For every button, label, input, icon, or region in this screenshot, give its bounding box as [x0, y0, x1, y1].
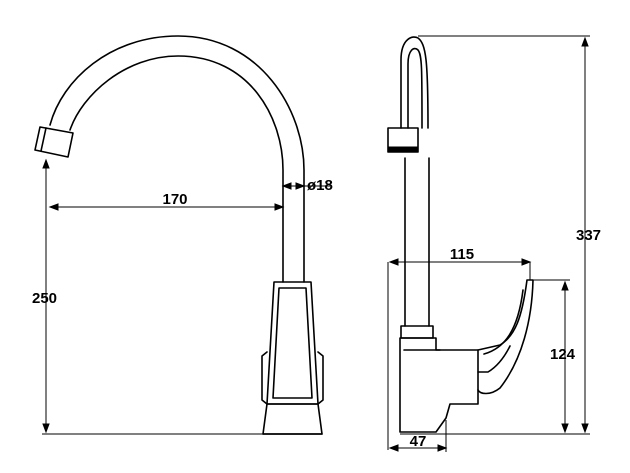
front-body	[266, 281, 319, 405]
dim-handle-reach: 115	[450, 246, 474, 263]
dim-pipe-diameter: ø18	[307, 177, 333, 194]
side-view: 337 115 124 47	[387, 35, 601, 452]
front-spout-outer	[49, 35, 305, 283]
side-aerator	[387, 127, 419, 153]
front-aerator	[34, 126, 74, 158]
front-base	[262, 403, 323, 435]
dim-handle-height: 124	[550, 346, 576, 363]
side-body	[399, 337, 479, 433]
front-view: 170 ø18 250	[32, 35, 333, 435]
dim-base-width: 47	[410, 433, 427, 450]
front-spout-inner	[69, 55, 284, 283]
dim-spout-reach: 170	[162, 191, 187, 208]
side-spout-inner	[407, 47, 423, 129]
front-body-inner	[272, 287, 313, 399]
side-handle	[477, 279, 534, 395]
dim-total-height: 250	[32, 290, 57, 307]
side-spout-outer	[400, 36, 429, 129]
dim-overall-height: 337	[576, 227, 601, 244]
